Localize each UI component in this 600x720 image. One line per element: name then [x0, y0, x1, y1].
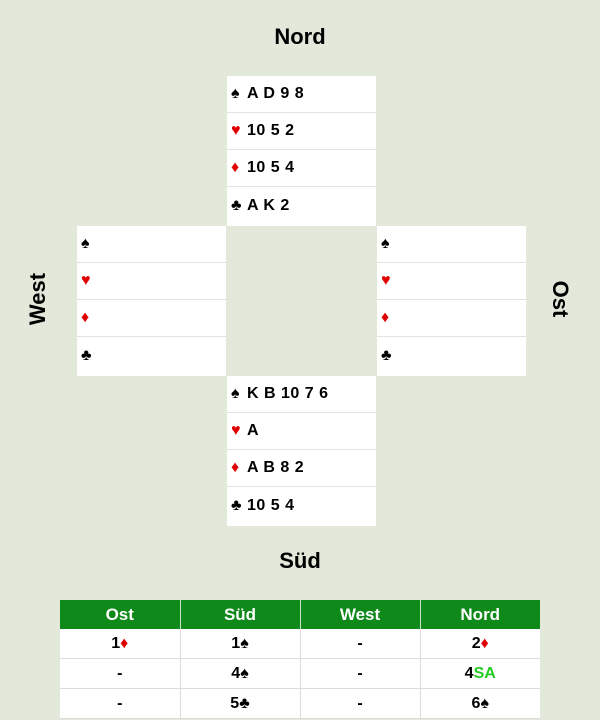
south-hand: ♠ K B 10 7 6 ♥ A ♦ A B 8 2 ♣ 10 5 4 — [227, 376, 376, 526]
club-icon: ♣ — [81, 346, 92, 364]
bidding-row: -4♠-4SA — [60, 658, 540, 689]
west-diamonds-row: ♦ — [77, 300, 226, 337]
north-spades-row: ♠ A D 9 8 — [227, 76, 376, 113]
club-icon: ♣ — [381, 346, 392, 364]
east-label: Ost — [548, 280, 573, 318]
west-hand: ♠ ♥ ♦ ♣ — [77, 226, 226, 376]
bid-cell-south: 1♠ — [180, 629, 301, 659]
west-hearts-row: ♥ — [77, 263, 226, 300]
bid-cell-west: - — [300, 629, 421, 659]
spade-icon: ♠ — [231, 385, 240, 402]
bidding-header-east: Ost — [60, 600, 181, 629]
bid-cell-north: 2♦ — [420, 629, 540, 659]
heart-icon: ♥ — [231, 122, 241, 139]
bid-level: 1 — [231, 634, 241, 652]
south-spades-cards: K B 10 7 6 — [247, 385, 329, 402]
south-diamonds-cards: A B 8 2 — [247, 459, 305, 476]
north-clubs-row: ♣ A K 2 — [227, 187, 376, 224]
bid-level: 5 — [230, 694, 240, 712]
north-clubs-cards: A K 2 — [247, 196, 290, 214]
west-label: West — [25, 272, 50, 326]
bid-level: 1 — [111, 634, 121, 652]
east-diamonds-row: ♦ — [377, 300, 526, 337]
club-icon: ♣ — [231, 196, 242, 214]
bid-level: - — [117, 664, 123, 682]
bid-cell-south: 5♣ — [180, 688, 301, 719]
bid-suit-icon: ♠ — [240, 634, 249, 652]
bidding-header-north: Nord — [420, 600, 540, 629]
table-center — [227, 226, 376, 376]
south-clubs-cards: 10 5 4 — [247, 496, 295, 514]
north-diamonds-cards: 10 5 4 — [247, 159, 295, 176]
bid-cell-east: - — [60, 688, 181, 719]
club-icon: ♣ — [231, 496, 242, 514]
bid-level: - — [357, 694, 363, 712]
diamond-icon: ♦ — [381, 309, 390, 326]
north-spades-cards: A D 9 8 — [247, 85, 305, 102]
north-diamonds-row: ♦ 10 5 4 — [227, 150, 376, 187]
bid-level: - — [117, 694, 123, 712]
north-hearts-row: ♥ 10 5 2 — [227, 113, 376, 150]
north-hearts-cards: 10 5 2 — [247, 122, 295, 139]
east-clubs-row: ♣ — [377, 337, 526, 374]
bid-cell-west: - — [300, 658, 421, 689]
bid-cell-north: 6♠ — [420, 688, 540, 719]
south-label: Süd — [279, 548, 321, 573]
south-diamonds-row: ♦ A B 8 2 — [227, 450, 376, 487]
south-hearts-row: ♥ A — [227, 413, 376, 450]
spade-icon: ♠ — [231, 85, 240, 102]
bidding-header-west: West — [300, 600, 421, 629]
north-label: Nord — [274, 24, 326, 49]
north-hand: ♠ A D 9 8 ♥ 10 5 2 ♦ 10 5 4 ♣ A K 2 — [227, 76, 376, 226]
west-clubs-row: ♣ — [77, 337, 226, 374]
bid-level: 6 — [471, 694, 481, 712]
bid-level: 2 — [471, 634, 481, 652]
bid-notrump: SA — [473, 664, 496, 682]
bid-cell-north: 4SA — [420, 658, 540, 689]
spade-icon: ♠ — [381, 235, 390, 252]
bidding-row: 1♦1♠-2♦ — [60, 629, 540, 659]
bid-cell-south: 4♠ — [180, 658, 301, 689]
south-spades-row: ♠ K B 10 7 6 — [227, 376, 376, 413]
bid-cell-east: - — [60, 658, 181, 689]
bidding-table: Ost Süd West Nord 1♦1♠-2♦-4♠-4SA-5♣-6♠ — [60, 600, 540, 719]
spade-icon: ♠ — [81, 235, 90, 252]
heart-icon: ♥ — [81, 272, 91, 289]
diamond-icon: ♦ — [231, 459, 240, 476]
bid-suit-icon: ♠ — [480, 694, 489, 712]
bid-level: 4 — [464, 664, 474, 682]
diamond-icon: ♦ — [231, 159, 240, 176]
south-hearts-cards: A — [247, 422, 260, 439]
bidding-row: - 5♣ - 6♠ — [60, 688, 540, 719]
bid-suit-icon: ♦ — [480, 634, 489, 652]
heart-icon: ♥ — [381, 272, 391, 289]
west-spades-row: ♠ — [77, 226, 226, 263]
diamond-icon: ♦ — [81, 309, 90, 326]
east-hand: ♠ ♥ ♦ ♣ — [377, 226, 526, 376]
bid-suit-icon: ♣ — [239, 694, 250, 712]
bidding-header-row: Ost Süd West Nord — [60, 600, 540, 629]
bid-level: - — [357, 664, 363, 682]
heart-icon: ♥ — [231, 422, 241, 439]
bid-level: - — [357, 634, 363, 652]
bid-cell-west: - — [300, 688, 421, 719]
bid-level: 4 — [231, 664, 241, 682]
bidding-header-south: Süd — [180, 600, 301, 629]
east-hearts-row: ♥ — [377, 263, 526, 300]
bid-suit-icon: ♠ — [240, 664, 249, 682]
bid-cell-east: 1♦ — [60, 629, 181, 659]
east-spades-row: ♠ — [377, 226, 526, 263]
south-clubs-row: ♣ 10 5 4 — [227, 487, 376, 524]
bid-suit-icon: ♦ — [120, 634, 129, 652]
